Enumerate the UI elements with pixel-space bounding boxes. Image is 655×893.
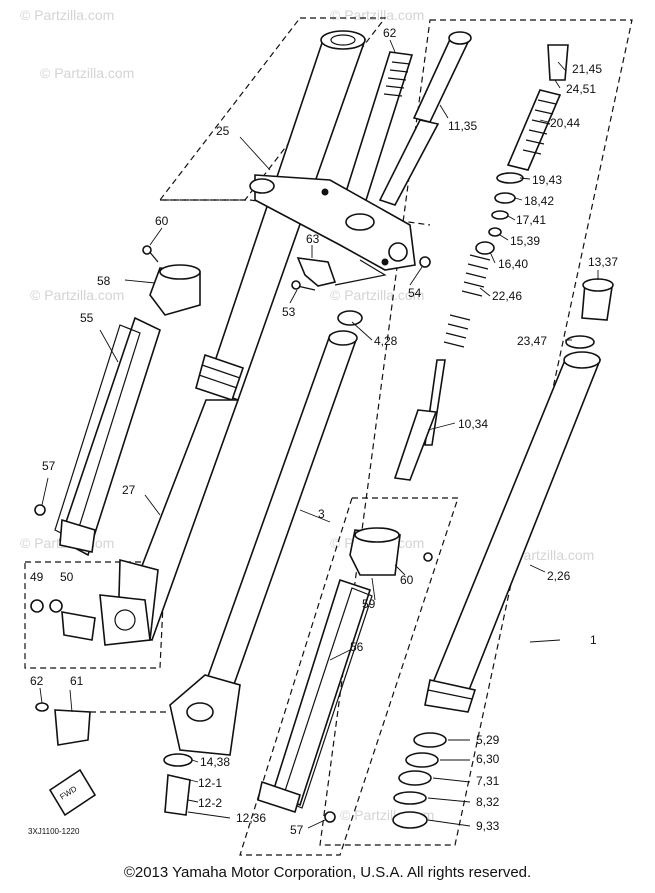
- callout-7-31: 7,31: [476, 774, 500, 788]
- callout-16-40: 16,40: [498, 257, 528, 271]
- diagram-code: 3XJ1100-1220: [28, 827, 80, 836]
- callout-22-46: 22,46: [492, 289, 522, 303]
- copyright-notice: ©2013 Yamaha Motor Corporation, U.S.A. A…: [123, 864, 532, 881]
- callout-57-left: 57: [42, 459, 56, 473]
- watermark: © Partzilla.com: [30, 287, 124, 303]
- adjuster: [565, 278, 614, 349]
- watermark: © Partzilla.com: [330, 287, 424, 303]
- callout-27: 27: [122, 483, 136, 497]
- callout-49: 49: [30, 570, 44, 584]
- watermark: © Partzilla.com: [20, 7, 114, 23]
- callout-59: 59: [362, 597, 376, 611]
- watermark: © Partzilla.com: [40, 65, 134, 81]
- callout-15-39: 15,39: [510, 234, 540, 248]
- callout-1: 1: [590, 633, 597, 647]
- callout-25: 25: [216, 124, 230, 138]
- callout-55: 55: [80, 311, 94, 325]
- callout-12-1: 12-1: [198, 776, 222, 790]
- callout-3: 3: [318, 507, 325, 521]
- callout-54: 54: [408, 286, 422, 300]
- callout-20-44: 20,44: [550, 116, 580, 130]
- brake-hose-clamp: [35, 702, 170, 746]
- callout-8-32: 8,32: [476, 795, 500, 809]
- callout-60-bottom: 60: [400, 573, 414, 587]
- callout-4-28: 4,28: [374, 334, 398, 348]
- callout-21-45: 21,45: [572, 62, 602, 76]
- fork-guard-right: [257, 527, 433, 823]
- callout-63: 63: [306, 232, 320, 246]
- callout-62: 62: [383, 26, 397, 40]
- callout-58: 58: [97, 274, 111, 288]
- callout-61: 61: [70, 674, 84, 688]
- seal-stack: [392, 732, 447, 829]
- callout-10-34: 10,34: [458, 417, 488, 431]
- callout-24-51: 24,51: [566, 82, 596, 96]
- callout-56: 56: [350, 640, 364, 654]
- cable-guide: [291, 256, 431, 291]
- callout-12-36: 12,36: [236, 811, 266, 825]
- clamp-detail: [30, 594, 151, 646]
- callout-14-38: 14,38: [200, 755, 230, 769]
- outer-tube-left: [116, 30, 367, 642]
- callout-57-bottom: 57: [290, 823, 304, 837]
- callout-9-33: 9,33: [476, 819, 500, 833]
- fork-guard-left: [34, 316, 161, 557]
- callout-50: 50: [60, 570, 74, 584]
- callout-17-41: 17,41: [516, 213, 546, 227]
- callout-60-top: 60: [155, 214, 169, 228]
- axle-holder: [163, 674, 241, 816]
- fork-bracket: [249, 174, 416, 271]
- callout-53: 53: [282, 305, 296, 319]
- leader-lines: [39, 39, 599, 829]
- callout-19-43: 19,43: [532, 173, 562, 187]
- callout-11-35: 11,35: [448, 119, 477, 133]
- callout-6-30: 6,30: [476, 752, 500, 766]
- callout-62-lower: 62: [30, 674, 44, 688]
- callouts: 62 25 11,35 21,45 24,51 20,44 19,43 18,4…: [30, 26, 618, 837]
- outer-tube-right: [424, 351, 602, 713]
- callout-2-26: 2,26: [547, 569, 571, 583]
- callout-18-42: 18,42: [524, 194, 554, 208]
- callout-23-47: 23,47: [517, 334, 547, 348]
- cap-bolt-assembly: [475, 44, 569, 255]
- callout-12-2: 12-2: [198, 796, 222, 810]
- spring-cartridge: [378, 31, 491, 481]
- callout-5-29: 5,29: [476, 733, 500, 747]
- callout-13-37: 13,37: [588, 255, 618, 269]
- guard-bracket-top: [142, 245, 201, 316]
- fwd-tag: FWD: [48, 768, 97, 817]
- watermark: © Partzilla.com: [330, 7, 424, 23]
